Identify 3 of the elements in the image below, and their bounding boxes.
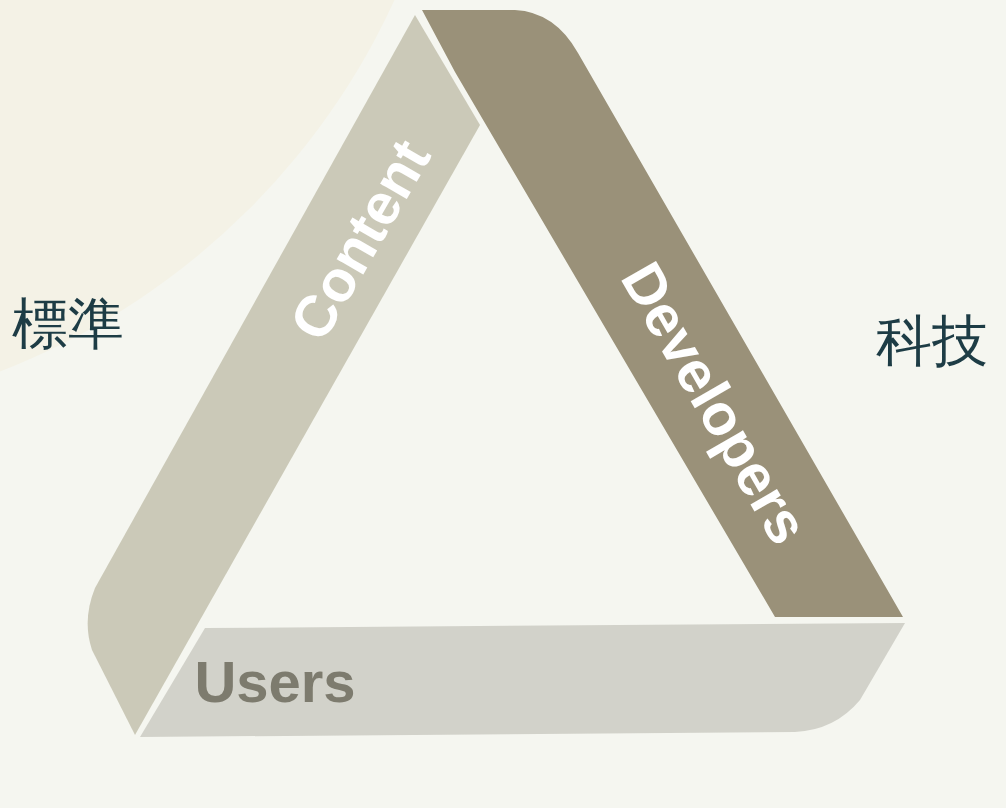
side-label: 科技 <box>876 313 988 369</box>
side-label: 標準 <box>12 296 124 352</box>
band-label: Users <box>194 653 356 711</box>
